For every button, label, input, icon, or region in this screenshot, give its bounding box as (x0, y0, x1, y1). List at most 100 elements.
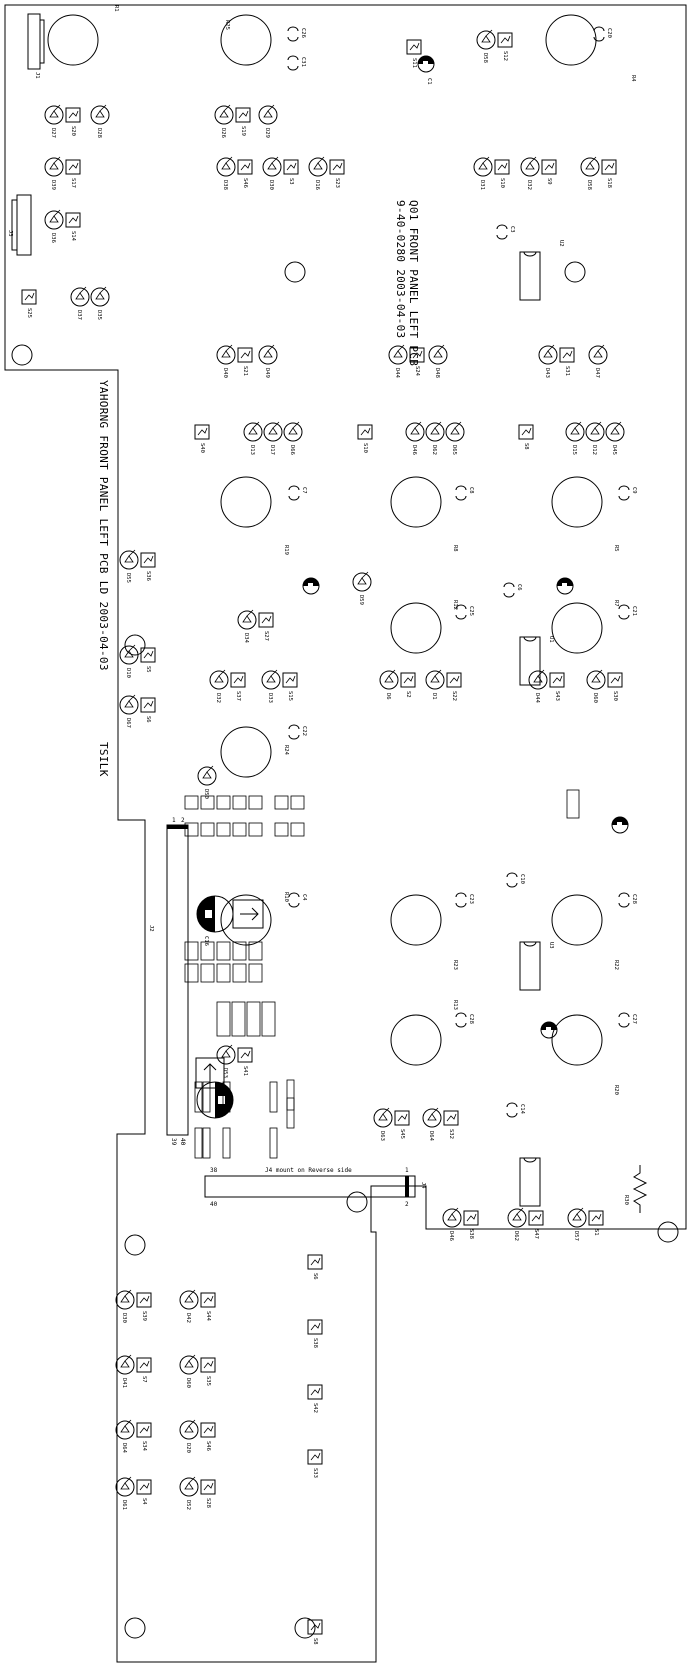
svg-text:D55: D55 (125, 573, 131, 583)
svg-text:S3: S3 (288, 178, 294, 185)
svg-text:D44: D44 (394, 368, 400, 379)
svg-text:J3: J3 (7, 230, 13, 237)
pot-r12: R12 (390, 600, 458, 654)
switch-s9: S9 (541, 159, 557, 185)
led-d64: D64 (422, 1107, 442, 1142)
switch-s46: S46 (237, 159, 253, 188)
svg-text:C4: C4 (301, 894, 307, 901)
svg-text:U3: U3 (548, 942, 554, 949)
side-title: YAHORNG FRONT PANEL LEFT PCB LD 2003-04-… (97, 380, 110, 671)
svg-text:C1: C1 (426, 78, 432, 85)
switch-s15: S15 (282, 672, 298, 701)
svg-text:D60: D60 (592, 693, 598, 703)
svg-text:D64: D64 (121, 1443, 127, 1454)
led-d32: D32 (520, 156, 540, 190)
svg-text:C14: C14 (519, 1104, 525, 1115)
svg-text:C20: C20 (606, 28, 612, 38)
svg-text:S7: S7 (141, 1376, 147, 1383)
switch-s8: S8 (307, 1619, 323, 1645)
led-d46: D46 (442, 1207, 462, 1241)
switch-s24: S24 (409, 347, 425, 377)
svg-text:C31: C31 (300, 57, 306, 67)
svg-text:S41: S41 (242, 1066, 248, 1076)
svg-text:D45: D45 (611, 445, 617, 455)
svg-text:D62: D62 (431, 445, 437, 455)
svg-text:C16: C16 (203, 936, 209, 946)
cap-c27: C27 (618, 1012, 637, 1028)
svg-text:D12: D12 (591, 445, 597, 455)
svg-text:S21: S21 (242, 366, 248, 376)
svg-text:39: 39 (170, 1138, 177, 1146)
svg-text:R20: R20 (613, 1085, 619, 1095)
svg-text:J4 mount on Reverse side: J4 mount on Reverse side (265, 1167, 352, 1174)
switch-s36: S36 (140, 552, 156, 581)
svg-text:S10: S10 (362, 443, 368, 453)
cap-c13 (302, 577, 320, 595)
smd-grid-upper (184, 795, 305, 837)
svg-text:C9: C9 (631, 487, 637, 494)
ic-u4 (519, 1157, 541, 1207)
svg-text:S34: S34 (141, 1441, 147, 1452)
svg-text:D31: D31 (479, 180, 485, 190)
switch-s23: S23 (329, 159, 345, 188)
svg-text:R19: R19 (283, 545, 289, 555)
cap-c6: C6 (503, 582, 522, 598)
svg-text:D36: D36 (50, 233, 56, 243)
cap-c26: C26 (287, 26, 306, 42)
switch-s18: S18 (601, 159, 617, 188)
svg-text:S36: S36 (145, 571, 151, 581)
svg-text:C8: C8 (468, 487, 474, 494)
svg-text:C23: C23 (468, 894, 474, 904)
svg-text:S42: S42 (312, 1403, 318, 1413)
svg-text:S9: S9 (546, 178, 552, 185)
led-d65: D65 (445, 421, 465, 455)
svg-text:D41: D41 (121, 1378, 127, 1388)
switch-s38: S38 (463, 1210, 479, 1239)
cap-c10: C10 (506, 872, 525, 888)
led-d39: D39 (44, 156, 64, 190)
svg-text:S46: S46 (242, 178, 248, 188)
board-title: Q01 FRONT PANEL LEFT PCB 9-40-0280 2003-… (394, 200, 420, 373)
svg-text:C28: C28 (468, 1014, 474, 1024)
led-d37: D37 (70, 286, 90, 320)
switch-s37: S37 (230, 672, 246, 701)
switch-s35: S35 (200, 1357, 216, 1386)
pot-r5: R5 (551, 476, 619, 552)
svg-text:D50: D50 (203, 789, 209, 799)
smd-vertical-parts (194, 1079, 295, 1159)
svg-text:D46: D46 (448, 1231, 454, 1241)
led-d43: D43 (538, 344, 558, 378)
switch-s19: S19 (235, 107, 251, 136)
svg-text:S11: S11 (411, 58, 417, 68)
led-d33: D33 (261, 669, 281, 703)
svg-text:S37: S37 (235, 691, 241, 701)
switch-s32: S32 (443, 1110, 459, 1139)
svg-text:D48: D48 (434, 368, 440, 378)
cap-c12 (556, 577, 574, 595)
cap-c28: C28 (455, 1012, 474, 1028)
pot-r7: R7 (551, 600, 619, 654)
led-d55: D55 (119, 549, 139, 583)
svg-text:C6: C6 (516, 584, 522, 591)
led-d38: D38 (216, 156, 236, 190)
svg-text:R22: R22 (613, 960, 619, 970)
svg-text:D49: D49 (264, 368, 270, 378)
board-outline (4, 4, 687, 1663)
led-d40: D40 (216, 344, 236, 378)
led-d48: D48 (428, 344, 448, 378)
led-d15: D15 (565, 421, 585, 455)
pot-r24: R24 (220, 726, 289, 778)
svg-text:S17: S17 (70, 178, 76, 188)
switch-s47: S47 (528, 1210, 544, 1239)
svg-text:S2: S2 (405, 691, 411, 698)
led-d44: D44 (528, 669, 548, 704)
svg-text:R8: R8 (452, 545, 458, 552)
switch-s11: S11 (406, 39, 422, 68)
switch-s5: S5 (140, 647, 156, 673)
switch-s10: S10 (357, 424, 373, 453)
svg-text:D32: D32 (215, 693, 221, 703)
pot-r1: R1 (47, 5, 119, 66)
led-d36: D36 (44, 209, 64, 243)
cap-c9: C9 (618, 485, 637, 501)
connector-j1: J1 (27, 13, 45, 79)
